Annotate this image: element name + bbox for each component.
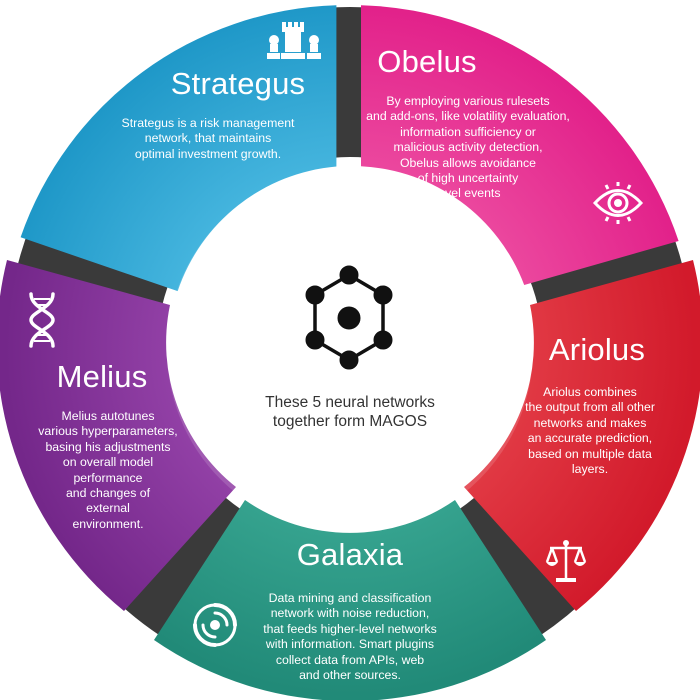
eye-icon [592, 180, 644, 226]
obelus-title: Obelus [377, 44, 477, 79]
strategus-description: Strategus is a risk management network, … [121, 116, 295, 161]
dna-icon [25, 292, 59, 348]
galaxia-description: Data mining and classification network w… [263, 591, 437, 683]
ariolus-segment [464, 260, 700, 611]
swirl-icon [190, 600, 240, 650]
hexagon-network-icon [305, 265, 393, 370]
center-disk [190, 190, 510, 510]
ariolus-title: Ariolus [548, 332, 646, 367]
melius-segment [0, 260, 236, 611]
strategus-segment [20, 5, 337, 292]
galaxia-segment [154, 500, 546, 700]
strategus-title: Strategus [170, 66, 306, 101]
chess-pieces-icon [266, 20, 326, 64]
obelus-segment [361, 5, 679, 285]
center-caption: These 5 neural networks together form MA… [265, 394, 435, 430]
galaxia-title: Galaxia [296, 537, 404, 572]
scales-icon [544, 538, 588, 584]
ariolus-description: Ariolus combines the output from all oth… [525, 385, 655, 477]
melius-description: Melius autotunes various hyperparameters… [38, 409, 178, 531]
melius-title: Melius [56, 359, 148, 394]
obelus-description: By employing various rulesets and add-on… [366, 94, 570, 201]
